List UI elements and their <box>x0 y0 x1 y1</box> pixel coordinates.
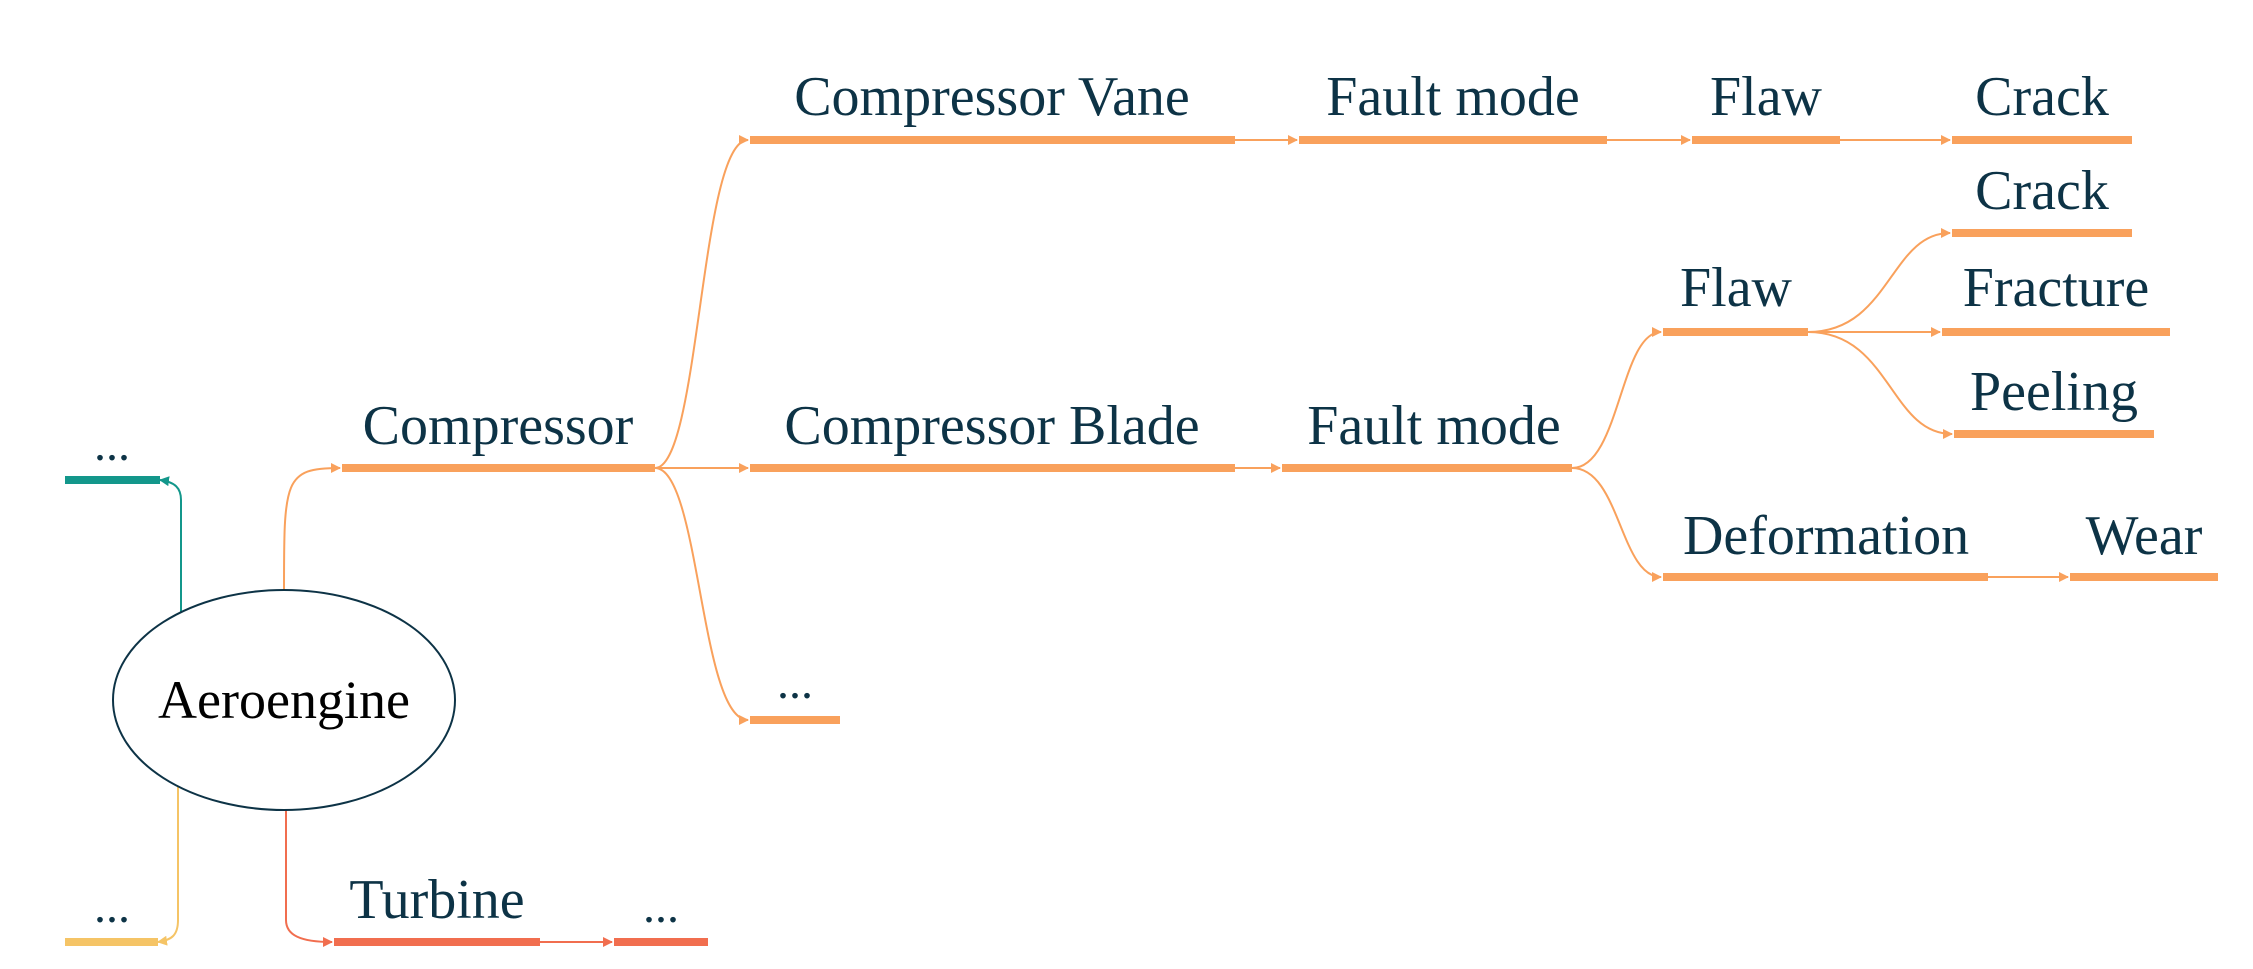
edge-faultmode-deformation <box>1571 467 1662 582</box>
node-labels: ... ... Compressor Compressor Vane Compr… <box>94 66 2203 933</box>
underline-wear <box>2070 573 2218 581</box>
underline-compressor-vane <box>750 136 1235 144</box>
underline-turbine <box>334 938 540 946</box>
label-compressor: Compressor <box>363 395 634 457</box>
edge-root-turbine <box>285 810 333 947</box>
label-blade-deformation: Deformation <box>1683 505 1969 567</box>
underline-left-top <box>65 476 160 484</box>
label-flaw-fracture: Fracture <box>1963 257 2150 319</box>
underline-compressor-blade <box>750 464 1235 472</box>
underline-compressor <box>342 464 655 472</box>
edge-flaw-peeling <box>1807 331 1953 439</box>
underline-vane-flaw <box>1692 136 1840 144</box>
label-flaw-crack: Crack <box>1975 160 2109 222</box>
edge-compressor-vane <box>654 135 749 469</box>
edge-faultmode-flaw <box>1571 327 1662 469</box>
label-left-top: ... <box>94 418 130 471</box>
underline-blade-deformation <box>1663 573 1988 581</box>
root-ellipse <box>112 589 456 811</box>
label-compressor-blade: Compressor Blade <box>784 395 1199 457</box>
edge-flaw-crack <box>1807 228 1951 333</box>
edge-root-left-bottom <box>157 785 179 946</box>
label-compressor-vane: Compressor Vane <box>794 66 1190 128</box>
root-label: Aeroengine <box>158 670 410 730</box>
edge-root-left-top <box>159 476 182 612</box>
label-compressor-more: ... <box>777 656 813 709</box>
underline-compressor-more <box>750 716 840 724</box>
underline-blade-flaw <box>1663 328 1808 336</box>
underline-turbine-more <box>614 938 708 946</box>
underline-flaw-crack <box>1952 229 2132 237</box>
underline-blade-faultmode <box>1282 464 1572 472</box>
label-wear: Wear <box>2086 505 2203 567</box>
underline-left-bottom <box>65 938 158 946</box>
label-turbine-more: ... <box>643 880 679 933</box>
node-underlines <box>65 136 2218 946</box>
label-vane-crack: Crack <box>1975 66 2109 128</box>
underline-vane-crack <box>1952 136 2132 144</box>
label-left-bottom: ... <box>94 880 130 933</box>
edge-root-compressor <box>283 463 341 591</box>
label-vane-flaw: Flaw <box>1710 66 1823 128</box>
label-blade-faultmode: Fault mode <box>1307 395 1561 457</box>
label-flaw-peeling: Peeling <box>1970 361 2138 423</box>
underline-flaw-fracture <box>1942 328 2170 336</box>
label-blade-flaw: Flaw <box>1680 257 1793 319</box>
underline-flaw-peeling <box>1954 430 2154 438</box>
label-turbine: Turbine <box>349 869 524 931</box>
connectors <box>157 135 2069 947</box>
label-vane-faultmode: Fault mode <box>1326 66 1580 128</box>
edge-compressor-more <box>654 467 749 725</box>
underline-vane-faultmode <box>1299 136 1607 144</box>
root-node: Aeroengine <box>112 589 456 811</box>
